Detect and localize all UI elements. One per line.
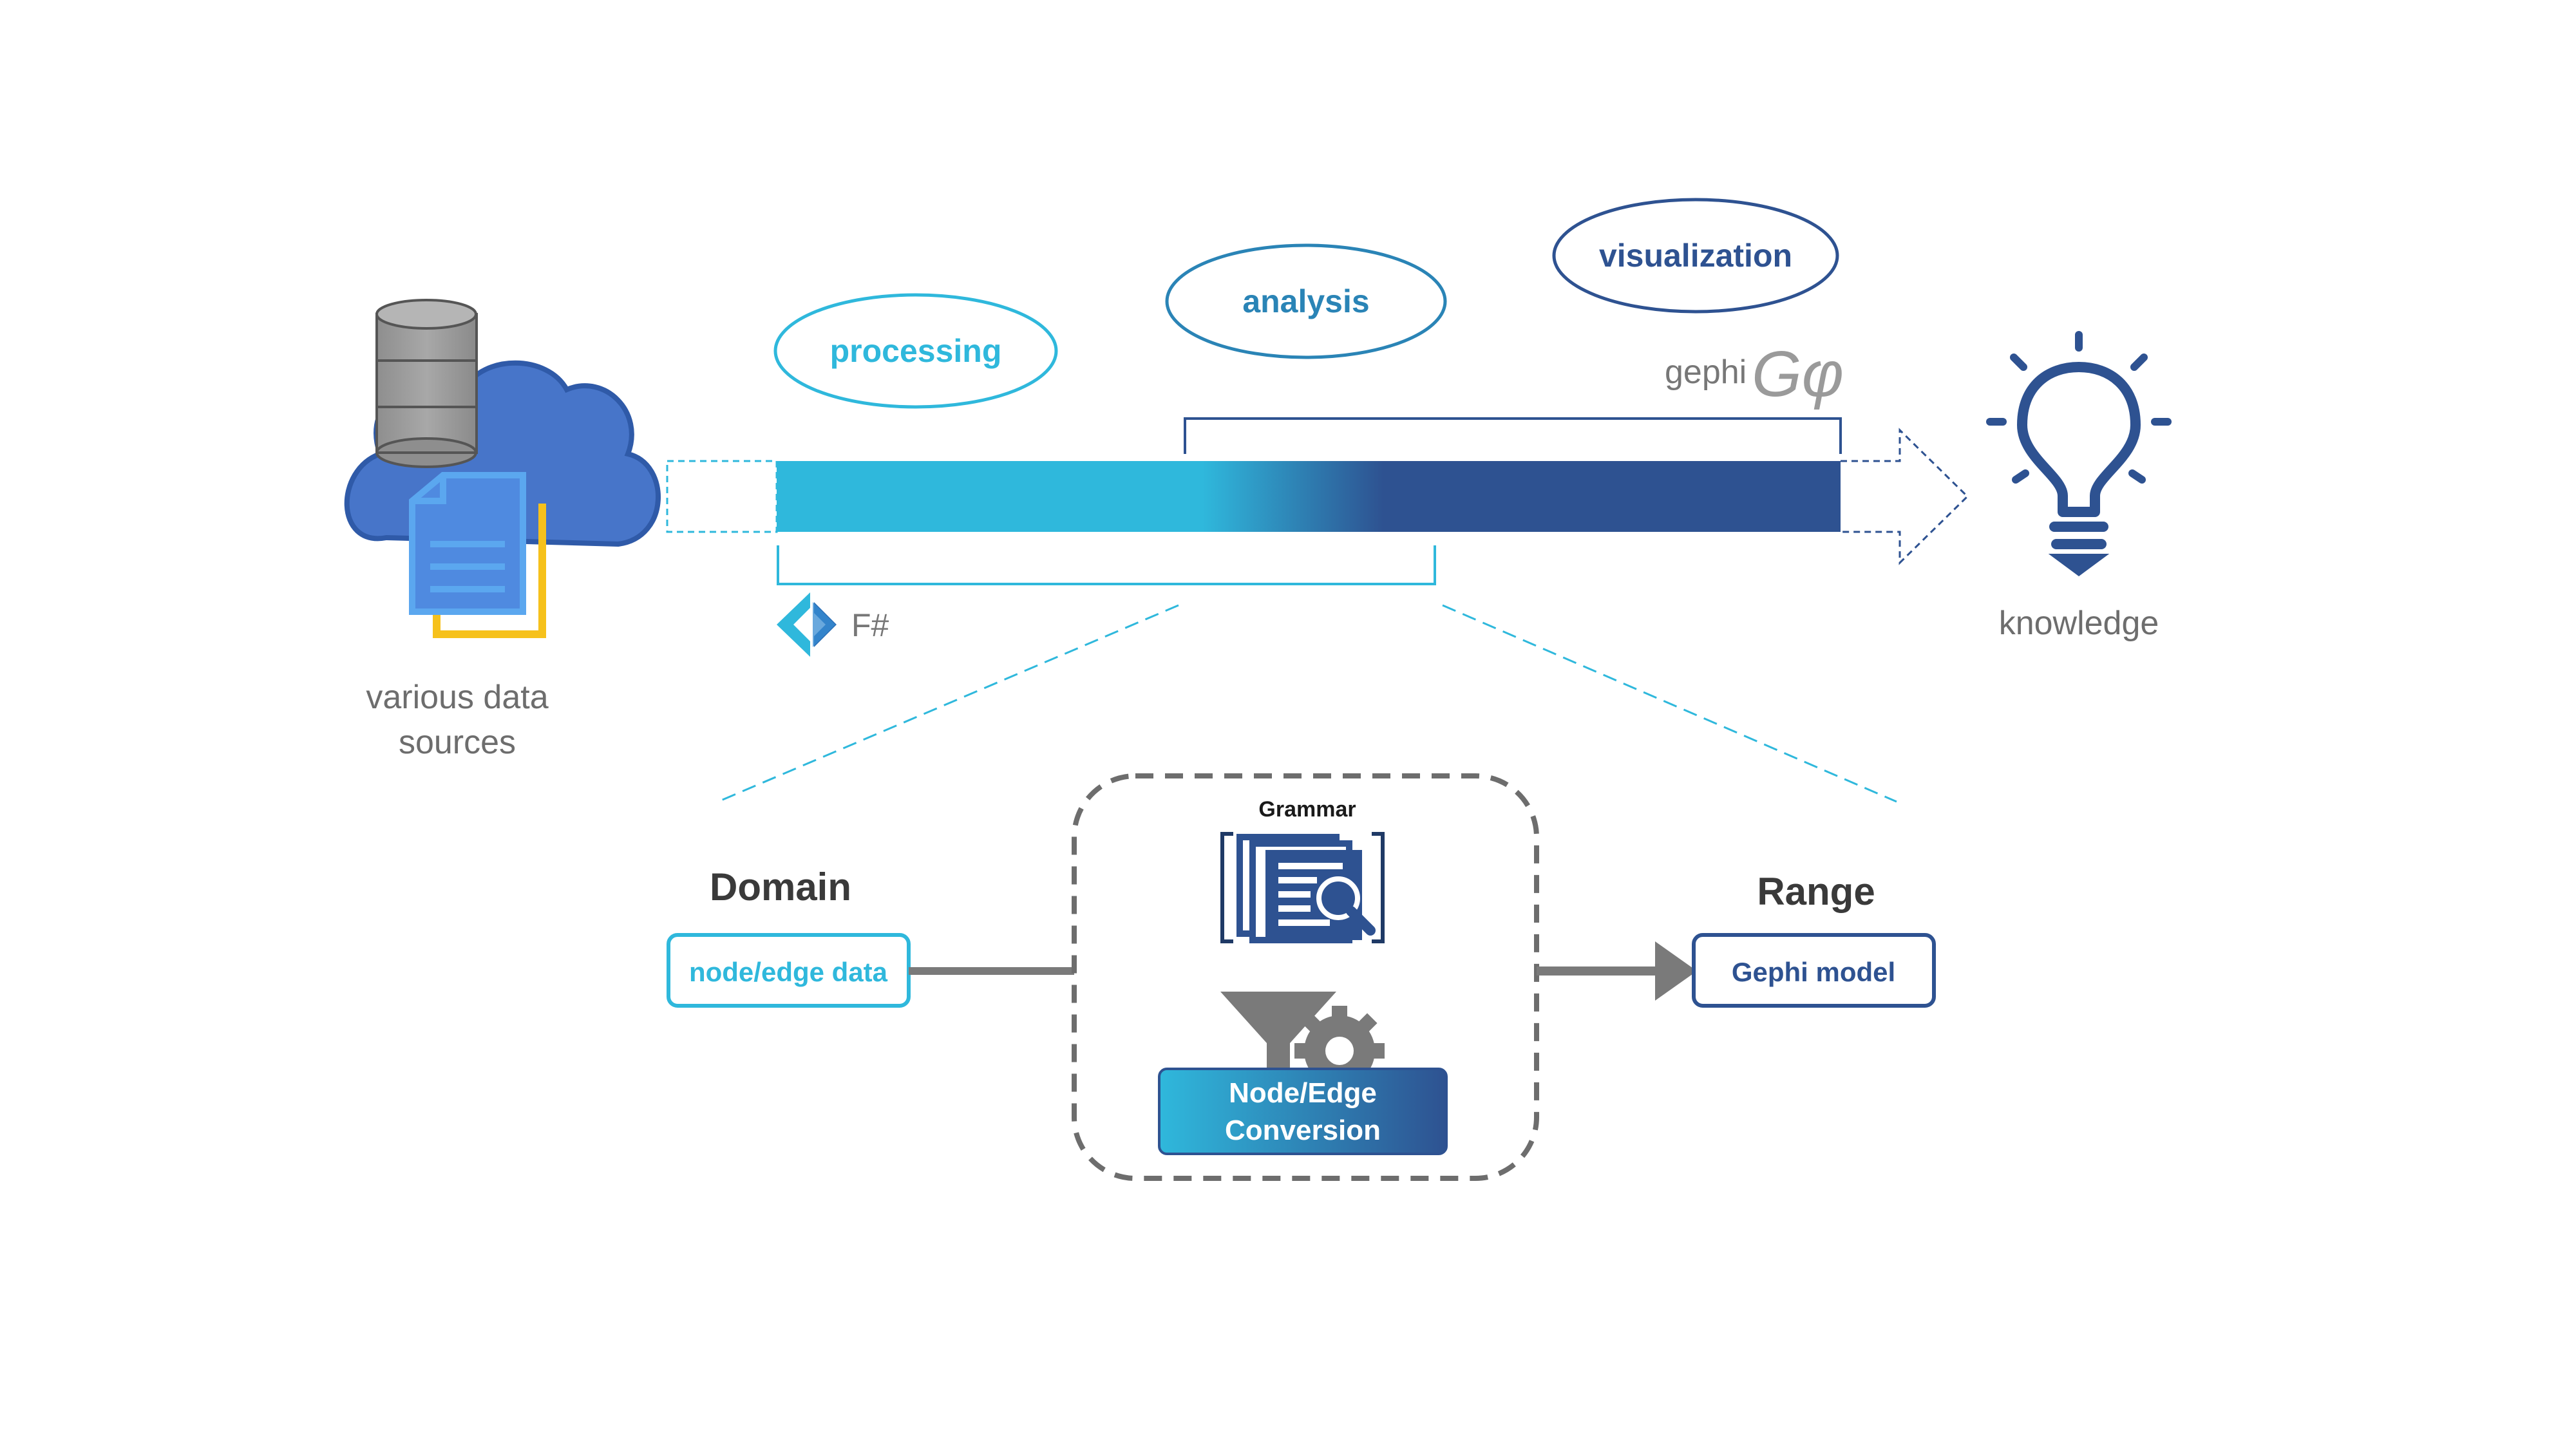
processing-stage-ellipse bbox=[773, 293, 1058, 409]
grammar-document-icon bbox=[1220, 832, 1385, 943]
database-icon bbox=[375, 299, 478, 468]
data-sources-icon bbox=[344, 299, 661, 638]
fsharp-logo: F# bbox=[777, 592, 889, 657]
zoom-guide-right bbox=[1442, 604, 1897, 803]
knowledge-label: knowledge bbox=[1999, 605, 2159, 642]
processing-bracket bbox=[777, 545, 1436, 585]
conversion-box bbox=[1158, 1068, 1448, 1155]
sources-label-line2: sources bbox=[399, 724, 516, 761]
transform-dashed-box bbox=[1072, 773, 1539, 1181]
conversion-label-line2: Conversion bbox=[1225, 1115, 1381, 1146]
visualization-stage-ellipse bbox=[1552, 198, 1839, 314]
lightbulb-icon bbox=[1986, 331, 2172, 576]
gephi-logo-mark: Gφ bbox=[1752, 338, 1844, 410]
grammar-label: Grammar bbox=[1258, 797, 1356, 822]
pipeline-bar bbox=[777, 461, 1841, 532]
visualization-bracket bbox=[1184, 417, 1842, 454]
documents-icon bbox=[409, 472, 546, 638]
range-box-label: Gephi model bbox=[1732, 957, 1895, 987]
analysis-stage-label: analysis bbox=[1242, 283, 1369, 319]
gephi-logo-text: gephi bbox=[1665, 354, 1747, 391]
domain-title: Domain bbox=[710, 865, 851, 909]
domain-box-label: node/edge data bbox=[689, 957, 888, 987]
range-box bbox=[1692, 933, 1936, 1008]
range-connector-arrowhead bbox=[1655, 941, 1697, 1001]
range-title: Range bbox=[1757, 870, 1875, 913]
pipeline-arrow-dashed bbox=[1841, 428, 1969, 565]
funnel-icon bbox=[1220, 992, 1336, 1075]
conversion-label-line1: Node/Edge bbox=[1229, 1077, 1377, 1109]
analysis-stage-ellipse bbox=[1165, 243, 1447, 359]
sources-label-line1: various data bbox=[366, 679, 548, 716]
visualization-stage-label: visualization bbox=[1599, 238, 1792, 274]
gephi-logo: gephi Gφ bbox=[1665, 338, 1844, 410]
pipeline-start-dashed-box bbox=[666, 460, 778, 533]
fsharp-label: F# bbox=[851, 607, 889, 643]
processing-stage-label: processing bbox=[830, 333, 1002, 369]
zoom-guide-left bbox=[717, 604, 1179, 803]
